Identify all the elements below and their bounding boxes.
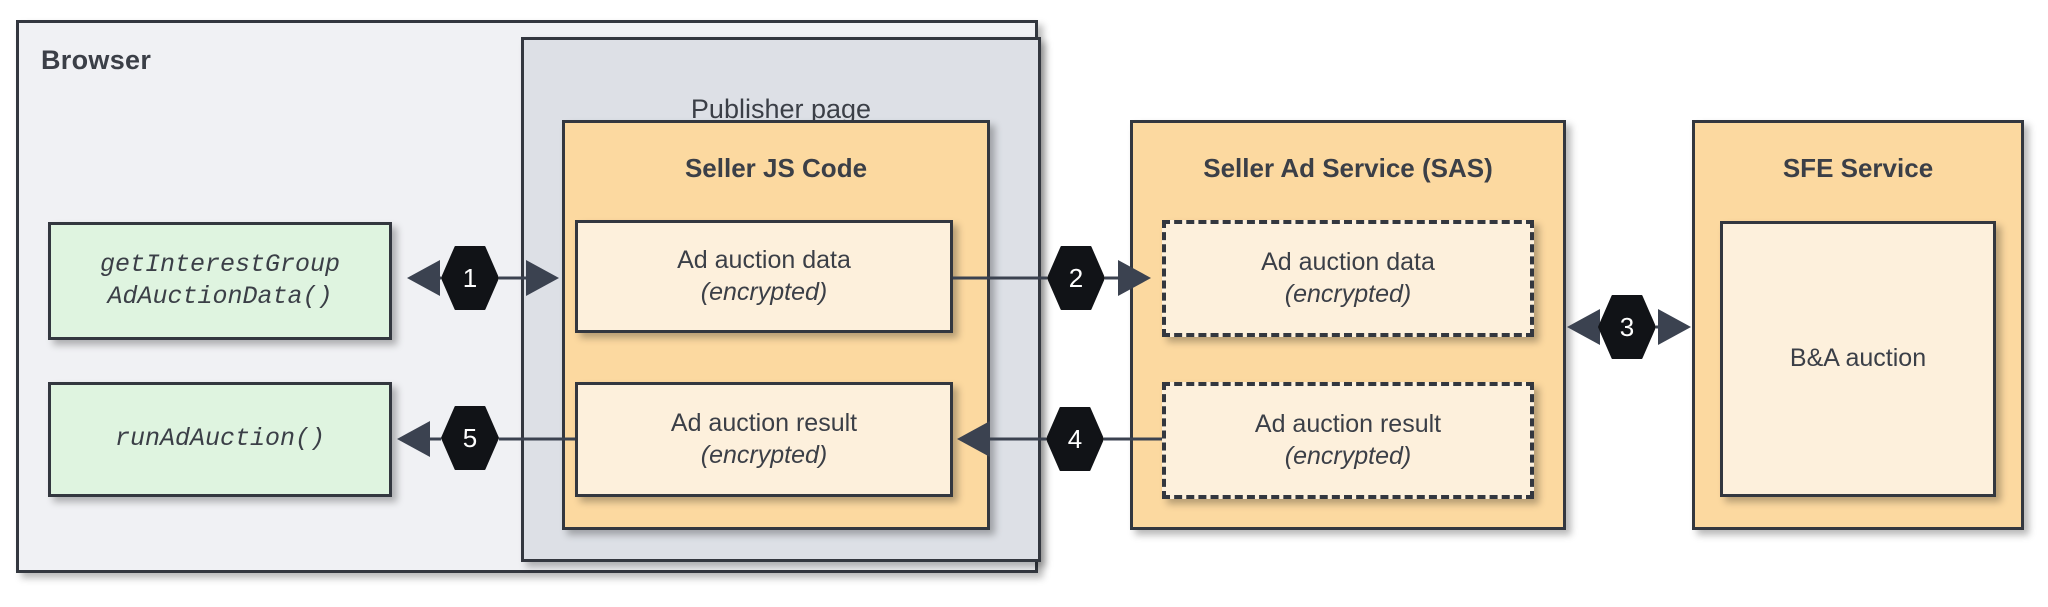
api-call-line-1: getInterestGroup <box>99 249 341 279</box>
api-call-line-2: AdAuctionData() <box>107 282 333 311</box>
step-marker-1: 1 <box>441 246 499 310</box>
run-ad-auction-box: runAdAuction() <box>48 382 392 497</box>
step-number: 1 <box>462 263 478 293</box>
browser-label: Browser <box>41 45 152 75</box>
sfe-service-title: SFE Service <box>1782 153 1934 183</box>
data-box-subtitle: (encrypted) <box>1284 279 1412 308</box>
data-box-subtitle: (encrypted) <box>700 440 828 469</box>
publisher-page-label: Publisher page <box>690 94 872 124</box>
hexagon-icon <box>441 406 499 470</box>
sas-ad-auction-data-box: Ad auction data (encrypted) <box>1162 220 1534 337</box>
hexagon-icon <box>1047 246 1105 310</box>
step-marker-4: 4 <box>1046 407 1104 471</box>
step-number: 4 <box>1067 424 1083 454</box>
data-box-title: Ad auction result <box>1254 410 1442 439</box>
api-call-line-1: runAdAuction() <box>114 424 326 454</box>
data-box-title: Ad auction data <box>1261 248 1435 277</box>
hexagon-icon <box>441 246 499 310</box>
hexagon-icon <box>1598 295 1656 359</box>
data-box-subtitle: (encrypted) <box>700 277 828 306</box>
data-box-subtitle: (encrypted) <box>1284 441 1412 470</box>
sas-ad-auction-result-box: Ad auction result (encrypted) <box>1162 382 1534 499</box>
seller-js-code-title: Seller JS Code <box>684 153 868 183</box>
get-interest-group-ad-auction-data-box: getInterestGroup AdAuctionData() <box>48 222 392 340</box>
data-box-title: B&A auction <box>1789 344 1927 373</box>
step-marker-5: 5 <box>441 406 499 470</box>
hexagon-icon <box>1046 407 1104 471</box>
bna-auction-box: B&A auction <box>1720 221 1996 497</box>
js-ad-auction-data-box: Ad auction data (encrypted) <box>575 220 953 333</box>
step-number: 2 <box>1068 263 1084 293</box>
data-box-title: Ad auction data <box>677 246 851 275</box>
step-number: 5 <box>462 423 478 453</box>
step-marker-2: 2 <box>1047 246 1105 310</box>
data-box-title: Ad auction result <box>670 409 858 438</box>
step-number: 3 <box>1619 312 1635 342</box>
step-marker-3: 3 <box>1598 295 1656 359</box>
js-ad-auction-result-box: Ad auction result (encrypted) <box>575 382 953 497</box>
seller-ad-service-title: Seller Ad Service (SAS) <box>1203 153 1493 183</box>
